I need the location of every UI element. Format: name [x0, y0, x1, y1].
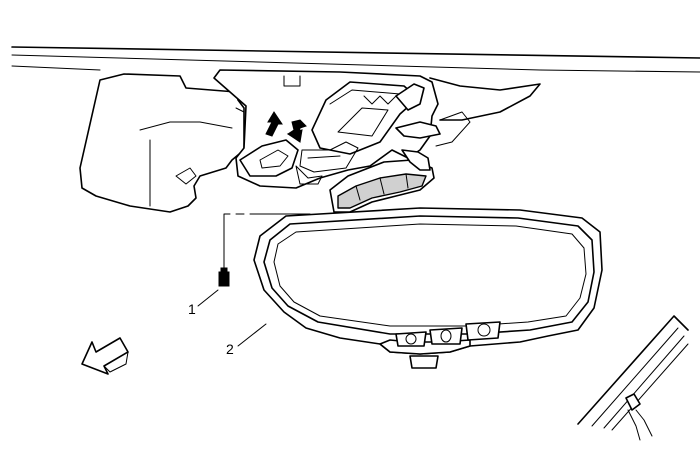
windshield-frame — [577, 315, 689, 441]
up-arrow-icon — [265, 111, 283, 137]
headliner-arch — [395, 77, 541, 147]
screw-fastener — [218, 267, 230, 287]
overhead-console-trim — [79, 73, 245, 213]
callout-label-1: 1 — [188, 301, 196, 317]
mirror-button-left — [395, 331, 427, 347]
callout-leader-1 — [197, 289, 219, 307]
mirror-button-right — [465, 321, 501, 341]
rearview-mirror — [253, 207, 603, 369]
mirror-mount-bracket — [213, 69, 439, 189]
callout-label-2: 2 — [226, 341, 234, 357]
headliner-edge — [11, 46, 700, 73]
callout-leader-2 — [237, 323, 267, 347]
mirror-button-center — [429, 327, 463, 345]
down-arrow-icon — [286, 119, 307, 143]
front-direction-arrow-icon — [81, 337, 129, 375]
